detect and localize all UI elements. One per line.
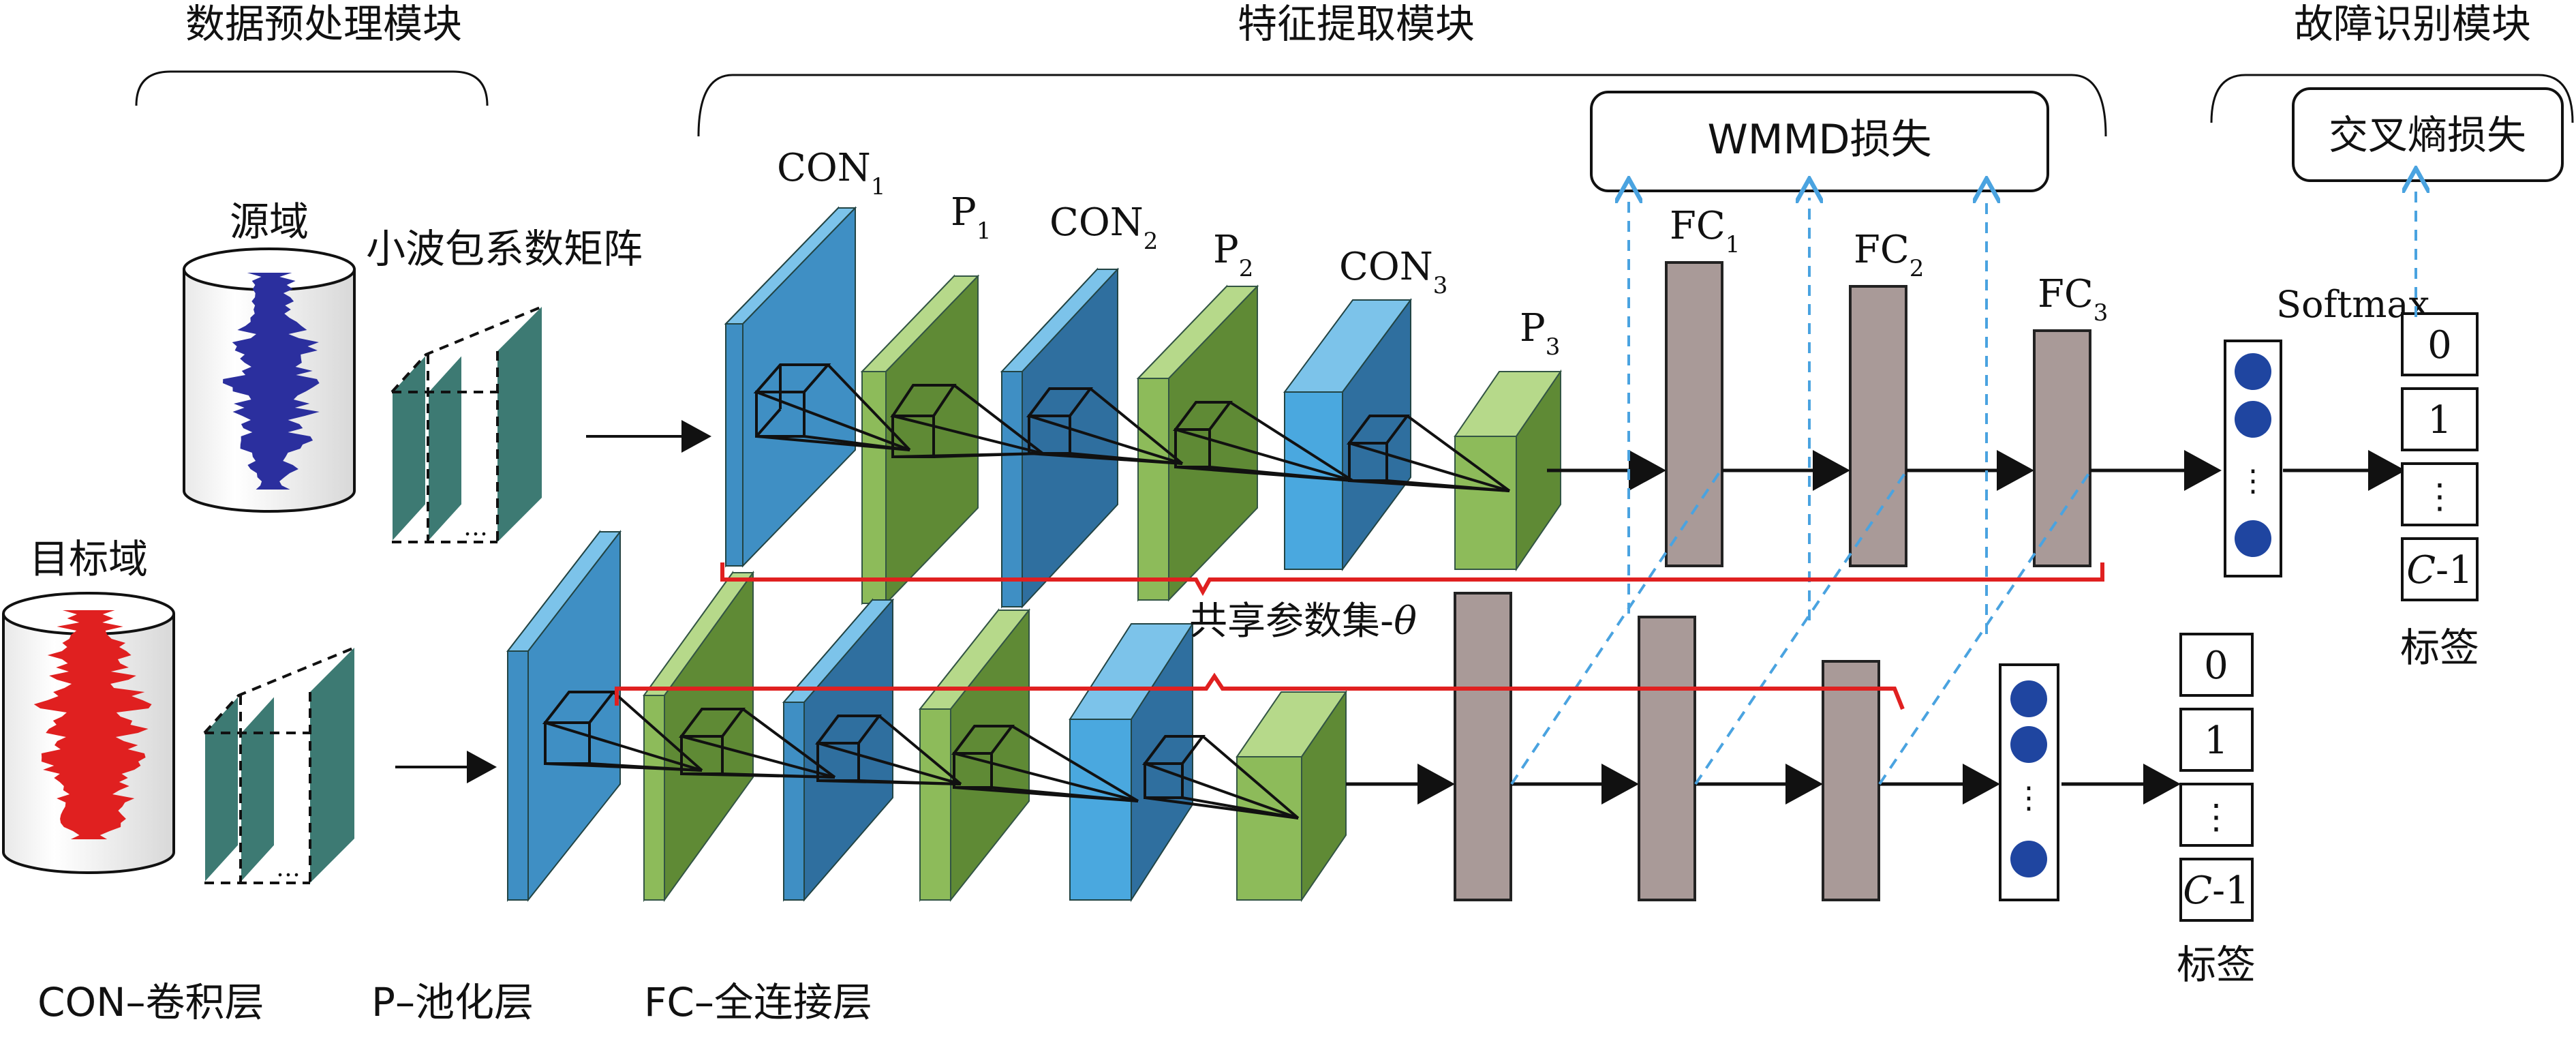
top-label-1: 1 [2427,398,2452,442]
top-label-last: C-1 [2406,548,2472,592]
bottom-label-last: C-1 [2183,869,2249,913]
bottom-label-caption: 标签 [2177,942,2256,988]
top-receptive-fields [753,363,1511,492]
module-title-feature: 特征提取模块 [1238,1,1475,47]
legend-pool: P–池化层 [371,979,534,1025]
wavelet-matrix-target: … [203,646,355,885]
bottom-label-1: 1 [2204,719,2228,763]
cross-entropy-loss-box: 交叉熵损失 [2292,87,2564,182]
top-con2-block [1000,267,1120,609]
top-label-caption: 标签 [2400,625,2479,671]
legend-fc: FC–全连接层 [644,979,872,1025]
top-p2-block [1136,284,1259,602]
bottom-softmax-column: ⋮ [1999,663,2059,901]
shared-bracket-bottom [615,672,1905,710]
source-signal-waveform [223,273,320,490]
bottom-fc3-bar [1822,660,1880,901]
top-con1-block [724,206,857,568]
bottom-con3-block [1069,621,1194,903]
cross-entropy-loss-label: 交叉熵损失 [2329,112,2526,158]
source-domain-label: 源域 [230,198,309,245]
target-signal-waveform [33,610,152,839]
module-title-fault: 故障识别模块 [2294,1,2531,47]
shared-bracket-top [720,562,2104,597]
top-con3-block [1283,297,1412,572]
top-label-0: 0 [2427,323,2452,367]
bottom-fc1-bar [1454,592,1512,901]
label-con3: CON3 [1339,245,1447,299]
label-p1: P1 [951,190,991,245]
top-p3-block [1454,369,1562,572]
label-con2: CON2 [1049,200,1158,255]
wavelet-ellipsis-source: … [463,513,488,541]
bottom-label-dots: ⋮ [2199,797,2233,837]
wavelet-matrix-label: 小波包系数矩阵 [366,226,643,272]
svg-text:⋮: ⋮ [2238,464,2268,498]
wavelet-matrix-source: … [390,305,542,544]
bracket-fault [2210,74,2574,123]
label-fc1: FC1 [1670,204,1740,258]
label-p2: P2 [1213,228,1253,282]
bottom-p3-block [1236,689,1347,903]
top-p1-block [860,274,980,605]
top-label-column: 0 1 ⋮ C-1 标签 [2400,312,2479,671]
label-con1: CON1 [777,146,885,200]
bottom-p2-block [918,608,1031,902]
label-fc3: FC3 [2038,272,2108,327]
wmmd-dashed-links [1510,187,2416,785]
bracket-feature [697,74,2107,137]
wmmd-loss-label: WMMD损失 [1707,116,1931,164]
top-softmax-column: ⋮ [2224,340,2282,577]
label-fc2: FC2 [1854,228,1924,282]
module-title-preprocess: 数据预处理模块 [185,1,462,47]
top-label-dots: ⋮ [2423,477,2457,516]
shared-params-label: 共享参数集-θ [1189,599,1417,644]
bottom-label-0: 0 [2204,644,2228,688]
top-fc3-bar [2033,329,2091,567]
wmmd-loss-box: WMMD损失 [1590,91,2049,192]
source-domain-cylinder: 源域 [183,198,356,513]
bottom-receptive-fields [542,691,1300,820]
bottom-fc2-bar [1638,616,1696,901]
target-domain-label: 目标域 [29,536,148,582]
label-p3: P3 [1520,306,1560,361]
top-layer-labels: CON1 P1 CON2 P2 CON3 P3 FC1 FC2 FC3 [777,146,2108,361]
bottom-con1-block [506,530,622,902]
bracket-preprocess [135,70,489,106]
legend-con: CON–卷积层 [37,979,264,1025]
top-fc2-bar [1849,285,1907,567]
top-fc1-bar [1665,261,1723,567]
svg-text:⋮: ⋮ [2014,781,2044,815]
target-domain-cylinder: 目标域 [1,536,175,874]
bottom-label-column: 0 1 ⋮ C-1 标签 [2177,633,2256,988]
wavelet-ellipsis-target: … [276,854,301,882]
